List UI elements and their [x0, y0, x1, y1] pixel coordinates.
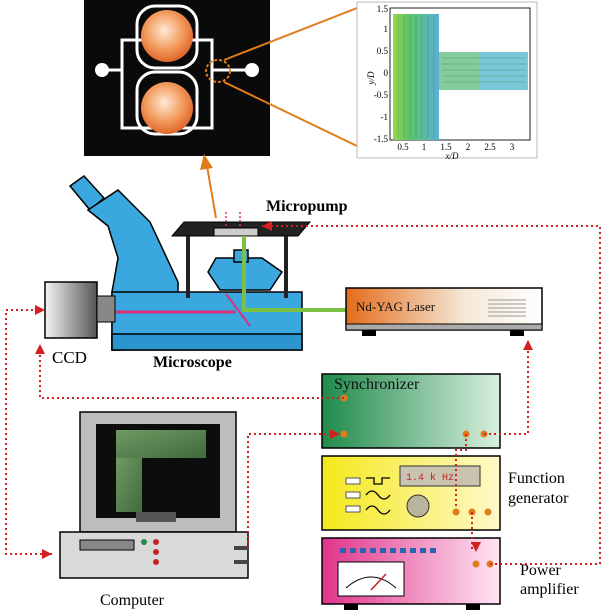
analog-meter-icon [337, 561, 405, 597]
xtick-label: 0.5 [397, 142, 409, 152]
synchronizer-label: Synchronizer [334, 376, 420, 393]
light-beams [102, 236, 352, 327]
fg-display-readout: 1.4 k Hz [406, 472, 454, 484]
laser-label: Nd-YAG Laser [356, 299, 436, 314]
xtick-label: 1 [422, 142, 427, 152]
ytick-label: 1 [384, 24, 389, 34]
xtick-label: 1.5 [440, 142, 452, 152]
computer-icon [59, 411, 249, 579]
laser-box-icon [345, 287, 543, 336]
function-generator-unit: 1.4 k Hz [321, 455, 501, 531]
computer-label: Computer [100, 592, 164, 609]
microscope [68, 175, 312, 351]
function-generator-label-line2: generator [508, 490, 569, 507]
ytick-label: 0.5 [377, 46, 389, 56]
ytick-label: -0.5 [374, 90, 389, 100]
xtick-label: 2 [466, 142, 471, 152]
ccd-label: CCD [52, 348, 87, 367]
plot-xlabel: x/D [445, 151, 459, 161]
ytick-label: -1.5 [374, 134, 389, 144]
power-amplifier-label-line1: Power [520, 562, 561, 579]
plot-ylabel: y/D [366, 71, 376, 85]
imaging-arrow [200, 154, 217, 219]
flow-field-plot: 1.5 1 0.5 0 -0.5 -1 -1.5 0.5 1 1.5 2 2.5… [356, 1, 538, 161]
synchronizer-unit [321, 373, 501, 449]
ytick-label: 0 [384, 68, 389, 78]
power-amplifier-label-line2: amplifier [520, 581, 579, 598]
micropump-chip-image [84, 0, 270, 156]
microscope-label: Microscope [153, 354, 232, 371]
power-amplifier-unit [321, 537, 501, 610]
signal-arrowheads [35, 221, 533, 559]
signal-connections [5, 225, 601, 565]
ccd-camera-icon [44, 281, 116, 339]
xtick-label: 2.5 [484, 142, 496, 152]
xtick-label: 3 [510, 142, 515, 152]
ytick-label: -1 [381, 112, 389, 122]
micropump-label: Micropump [266, 198, 348, 215]
function-generator-label-line1: Function [508, 470, 565, 487]
ytick-label: 1.5 [377, 4, 389, 14]
